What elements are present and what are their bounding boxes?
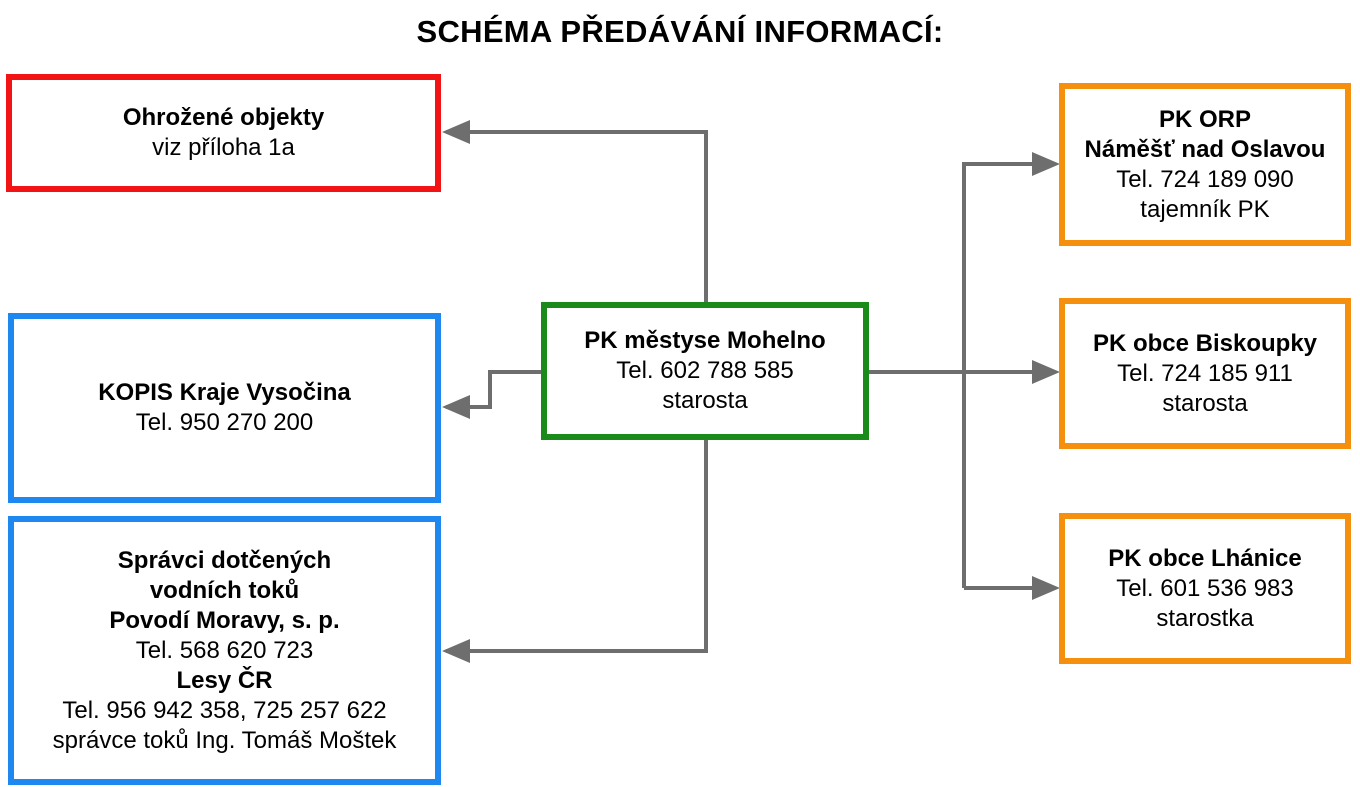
center-role: starosta xyxy=(662,387,748,414)
endangered-objects-note: viz příloha 1a xyxy=(152,134,295,161)
endangered-objects-title: Ohrožené objekty xyxy=(122,104,325,131)
arrow-to-objects-icon xyxy=(442,120,470,144)
povodi-moravy-name: Povodí Moravy, s. p. xyxy=(109,606,340,634)
kopis-phone: Tel. 950 270 200 xyxy=(135,409,314,436)
connector-to-rivers xyxy=(446,439,708,653)
lhanice-title: PK obce Lhánice xyxy=(1108,544,1302,572)
arrow-to-orp-icon xyxy=(1032,152,1060,176)
box-center-mohelno: PK městyse Mohelno Tel. 602 788 585 star… xyxy=(541,302,869,440)
connector-to-objects xyxy=(446,130,708,302)
lhanice-role: starostka xyxy=(1156,604,1254,632)
orp-title-2: Náměšť nad Oslavou xyxy=(1084,135,1326,163)
biskoupky-role: starosta xyxy=(1162,389,1248,417)
diagram-title: SCHÉMA PŘEDÁVÁNÍ INFORMACÍ: xyxy=(416,14,944,49)
povodi-moravy-phone: Tel. 568 620 723 xyxy=(135,636,314,664)
biskoupky-phone: Tel. 724 185 911 xyxy=(1117,359,1293,387)
lesy-cr-phone: Tel. 956 942 358, 725 257 622 xyxy=(62,696,387,724)
river-managers-heading-1: Správci dotčených xyxy=(117,546,332,574)
box-kopis: KOPIS Kraje Vysočina Tel. 950 270 200 xyxy=(8,313,441,503)
lesy-cr-contact: správce toků Ing. Tomáš Moštek xyxy=(52,726,397,754)
kopis-title: KOPIS Kraje Vysočina xyxy=(98,379,351,406)
box-river-managers: Správci dotčených vodních toků Povodí Mo… xyxy=(8,516,441,785)
orp-title-1: PK ORP xyxy=(1158,105,1251,133)
arrow-to-biskoupky-icon xyxy=(1032,360,1060,384)
orp-role: tajemník PK xyxy=(1140,195,1270,223)
box-lhanice: PK obce Lhánice Tel. 601 536 983 starost… xyxy=(1059,513,1351,664)
orp-phone: Tel. 724 189 090 xyxy=(1116,165,1294,193)
lesy-cr-name: Lesy ČR xyxy=(176,666,273,694)
box-biskoupky: PK obce Biskoupky Tel. 724 185 911 staro… xyxy=(1059,298,1351,449)
center-title: PK městyse Mohelno xyxy=(584,327,826,354)
arrow-to-rivers-icon xyxy=(442,639,470,663)
center-phone: Tel. 602 788 585 xyxy=(616,357,794,384)
box-endangered-objects: Ohrožené objekty viz příloha 1a xyxy=(6,74,441,192)
biskoupky-title: PK obce Biskoupky xyxy=(1092,329,1318,357)
arrow-to-lhanice-icon xyxy=(1032,576,1060,600)
lhanice-phone: Tel. 601 536 983 xyxy=(1116,574,1294,602)
box-orp: PK ORP Náměšť nad Oslavou Tel. 724 189 0… xyxy=(1059,83,1351,246)
river-managers-heading-2: vodních toků xyxy=(149,576,300,604)
arrow-to-kopis-icon xyxy=(442,395,470,419)
